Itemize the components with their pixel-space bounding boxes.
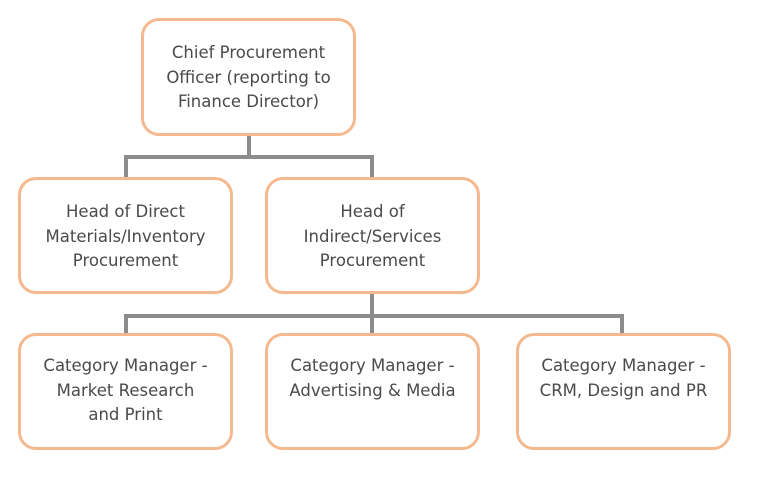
node-label-cpo: Chief Procurement Officer (reporting to … — [166, 43, 331, 111]
node-category-manager-crm: Category Manager - CRM, Design and PR — [516, 333, 731, 450]
node-label-cm-advertising: Category Manager - Advertising & Media — [289, 356, 456, 400]
node-label-cm-crm: Category Manager - CRM, Design and PR — [539, 356, 708, 400]
node-category-manager-advertising: Category Manager - Advertising & Media — [265, 333, 480, 450]
node-category-manager-market-research: Category Manager - Market Research and P… — [18, 333, 233, 450]
node-chief-procurement-officer: Chief Procurement Officer (reporting to … — [141, 18, 356, 136]
node-label-cm-market-research: Category Manager - Market Research and P… — [43, 356, 208, 424]
node-label-head-indirect: Head of Indirect/Services Procurement — [303, 202, 442, 270]
node-label-head-direct: Head of Direct Materials/Inventory Procu… — [45, 202, 206, 270]
node-head-indirect-procurement: Head of Indirect/Services Procurement — [265, 177, 480, 294]
node-head-direct-procurement: Head of Direct Materials/Inventory Procu… — [18, 177, 233, 294]
